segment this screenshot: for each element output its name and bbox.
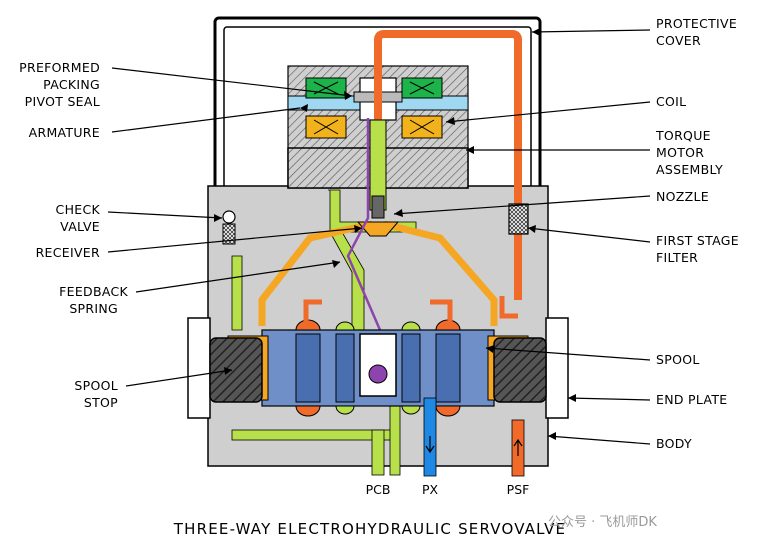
label-preformed-1: PREFORMED: [19, 60, 100, 75]
label-cover-2: COVER: [656, 33, 701, 48]
control-passages: [258, 220, 498, 326]
label-filter-1: FIRST STAGE: [656, 233, 739, 248]
receiver: [356, 221, 400, 237]
feedback-ball: [368, 364, 388, 384]
label-receiver: RECEIVER: [36, 245, 100, 260]
port-label-px: PX: [422, 482, 439, 497]
label-armature: ARMATURE: [29, 125, 100, 140]
nozzle: [371, 195, 385, 219]
label-coil: COIL: [656, 94, 686, 109]
port-label-pcb: PCB: [366, 482, 391, 497]
label-cover-1: PROTECTIVE: [656, 16, 737, 31]
label-preformed-2: PACKING: [43, 77, 100, 92]
label-spool-stop-1: SPOOL: [74, 378, 118, 393]
end-plate-right: [545, 317, 569, 419]
label-end-plate: END PLATE: [656, 392, 727, 407]
label-feedback-2: SPRING: [69, 301, 118, 316]
watermark: 公众号 · 飞机师DK: [548, 515, 657, 530]
label-torque-1: TORQUE: [655, 128, 711, 143]
spool-stop-right: [493, 337, 547, 403]
label-filter-2: FILTER: [656, 250, 698, 265]
label-check-2: VALVE: [60, 219, 100, 234]
first-stage-filter: [508, 203, 529, 235]
end-plate-left: [187, 317, 211, 419]
label-torque-2: MOTOR: [656, 145, 704, 160]
label-feedback-1: FEEDBACK: [59, 284, 128, 299]
spool-stop-left: [209, 337, 263, 403]
label-torque-3: ASSEMBLY: [656, 162, 723, 177]
supply-line: [374, 30, 522, 300]
label-spool: SPOOL: [656, 352, 700, 367]
label-spool-stop-2: STOP: [84, 395, 118, 410]
label-body: BODY: [656, 436, 692, 451]
check-valve: [222, 210, 236, 224]
label-preformed-3: PIVOT SEAL: [25, 94, 100, 109]
diagram-title: THREE-WAY ELECTROHYDRAULIC SERVOVALVE: [173, 520, 566, 538]
port-label-psf: PSF: [507, 482, 530, 497]
label-check-1: CHECK: [56, 202, 101, 217]
label-nozzle: NOZZLE: [656, 189, 709, 204]
